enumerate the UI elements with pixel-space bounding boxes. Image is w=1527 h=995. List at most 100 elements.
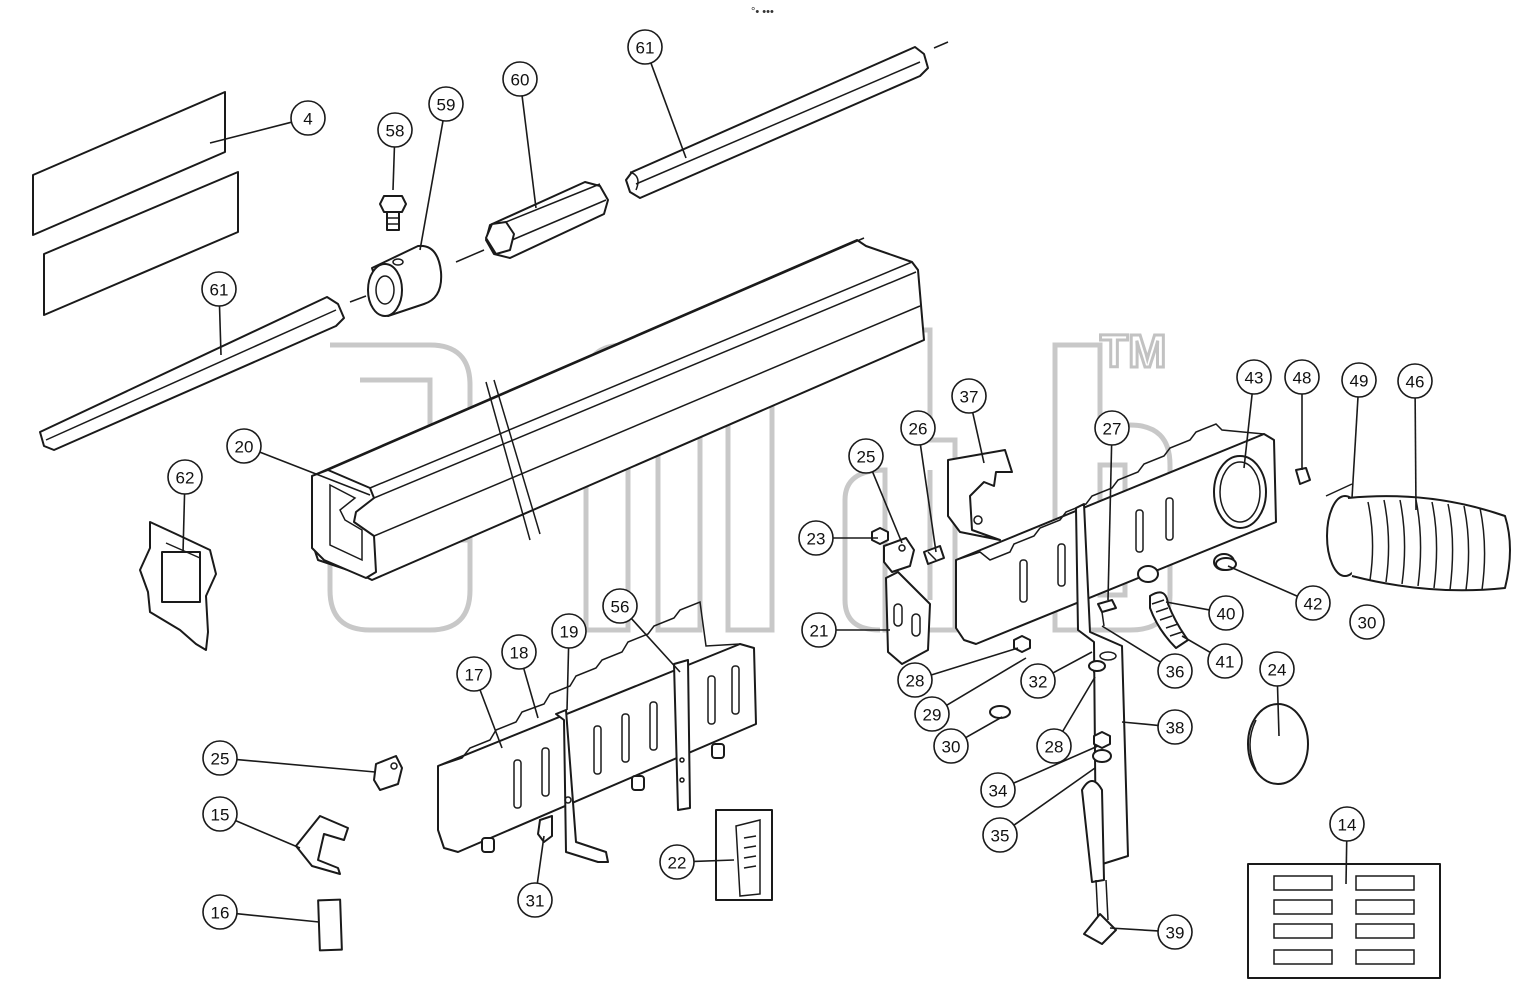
- callout-number: 30: [1358, 614, 1377, 633]
- callout-number: 38: [1166, 719, 1185, 738]
- callout-circle: [1349, 604, 1385, 640]
- callout-circle: [502, 61, 538, 97]
- callout-number: 59: [437, 96, 456, 115]
- callout-circle: [897, 662, 933, 698]
- callout-15: 15: [202, 796, 301, 849]
- callout-circle: [914, 696, 950, 732]
- callout-61: 61: [627, 29, 687, 159]
- part-31-tab: [537, 815, 553, 843]
- leader-line: [930, 647, 1019, 676]
- leader-line: [522, 668, 539, 719]
- callout-18: 18: [501, 634, 539, 719]
- callout-26: 26: [900, 410, 937, 553]
- part-22-instruction-sheet: [715, 809, 773, 901]
- leader-line: [1052, 651, 1093, 674]
- leader-line: [1181, 635, 1211, 654]
- callout-number: 14: [1338, 816, 1357, 835]
- leader-line: [392, 146, 396, 191]
- part-61-upper-hex-shaft: [625, 41, 949, 199]
- callout-number: 32: [1029, 673, 1048, 692]
- callout-25: 25: [848, 438, 903, 544]
- callout-circle: [501, 634, 537, 670]
- leader-line: [566, 647, 570, 711]
- part-right-heater-assembly: [955, 423, 1277, 645]
- callout-circle: [226, 428, 262, 464]
- part-15-channel-clip: [295, 815, 349, 875]
- callout-circle: [1157, 709, 1193, 745]
- part-37-bracket: [947, 449, 1013, 541]
- callout-30: 30: [1349, 604, 1385, 640]
- callout-number: 23: [807, 530, 826, 549]
- callout-number: 28: [1045, 738, 1064, 757]
- callout-number: 58: [386, 122, 405, 141]
- callout-number: 49: [1350, 372, 1369, 391]
- callout-number: 40: [1217, 605, 1236, 624]
- leader-line: [965, 716, 1003, 739]
- callout-circle: [1036, 728, 1072, 764]
- leader-line: [536, 835, 545, 884]
- callout-circle: [1397, 363, 1433, 399]
- callout-number: 25: [211, 750, 230, 769]
- callout-41: 41: [1181, 635, 1243, 679]
- leader-line: [871, 471, 903, 544]
- callout-number: 26: [909, 420, 928, 439]
- leader-line: [259, 451, 371, 496]
- callout-circle: [1157, 653, 1193, 689]
- callout-28: 28: [897, 647, 1019, 698]
- callout-number: 21: [810, 622, 829, 641]
- callout-46: 46: [1397, 363, 1433, 511]
- part-25-clip-lower: [373, 755, 403, 791]
- leader-line: [946, 657, 1027, 706]
- callout-number: 61: [636, 39, 655, 58]
- callout-35: 35: [982, 767, 1096, 853]
- callout-circle: [1208, 595, 1244, 631]
- leader-line: [1227, 565, 1298, 597]
- callout-circle: [202, 894, 238, 930]
- callout-30: 30: [933, 716, 1003, 764]
- leader-line: [218, 305, 222, 356]
- callout-58: 58: [377, 112, 413, 191]
- callout-number: 39: [1166, 924, 1185, 943]
- callout-circle: [1157, 914, 1193, 950]
- callout-circle: [848, 438, 884, 474]
- part-25-clip-upper: [883, 537, 915, 573]
- callout-61: 61: [201, 271, 237, 356]
- callout-32: 32: [1020, 651, 1093, 699]
- callout-number: 24: [1268, 661, 1287, 680]
- callout-36: 36: [1101, 625, 1193, 689]
- callout-circle: [933, 728, 969, 764]
- part-24-disc: [1247, 703, 1309, 785]
- callout-number: 4: [303, 110, 312, 129]
- callout-circle: [1341, 362, 1377, 398]
- callout-number: 30: [942, 738, 961, 757]
- callout-circle: [1094, 410, 1130, 446]
- callout-19: 19: [551, 613, 587, 711]
- callout-circle: [428, 86, 464, 122]
- part-23-nut: [871, 527, 889, 545]
- part-62-bracket-plate: [139, 521, 217, 651]
- callout-22: 22: [659, 844, 735, 880]
- leader-line: [1061, 676, 1096, 732]
- part-60-hex-coupler: [455, 181, 609, 263]
- leader-line: [1013, 767, 1096, 826]
- part-38-hanger-strap: [1075, 503, 1129, 867]
- callout-number: 29: [923, 706, 942, 725]
- callout-circle: [377, 112, 413, 148]
- callout-42: 42: [1227, 565, 1331, 621]
- callout-number: 25: [857, 448, 876, 467]
- callout-circle: [1020, 663, 1056, 699]
- callout-number: 16: [211, 904, 230, 923]
- leader-line: [1165, 601, 1210, 611]
- header-mark: °• •••: [751, 6, 774, 18]
- part-56-strap: [673, 659, 691, 811]
- callout-circle: [801, 612, 837, 648]
- callout-circle: [1259, 651, 1295, 687]
- callout-circle: [202, 796, 238, 832]
- part-46-flex-hose: [1325, 483, 1511, 592]
- callout-circle: [980, 772, 1016, 808]
- part-16-pad: [317, 898, 343, 952]
- callout-38: 38: [1121, 709, 1193, 745]
- leader-line: [1013, 745, 1099, 784]
- callout-number: 27: [1103, 420, 1122, 439]
- part-30-cap: [989, 705, 1011, 719]
